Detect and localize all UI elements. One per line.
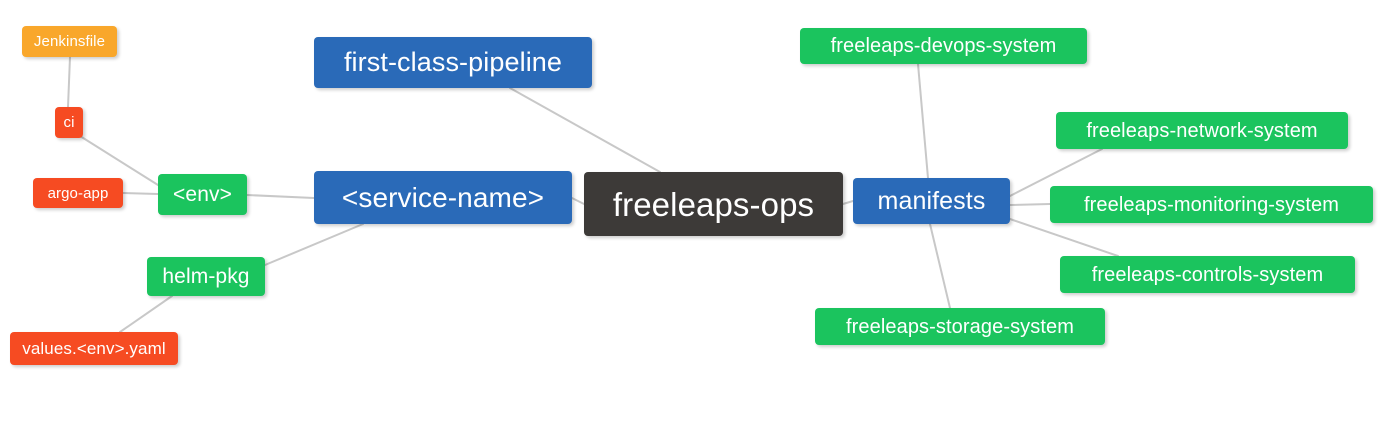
node-env[interactable]: <env>	[158, 174, 247, 215]
node-values-env-yaml[interactable]: values.<env>.yaml	[10, 332, 178, 365]
edge-service-name-to-env	[246, 194, 315, 199]
node-jenkinsfile[interactable]: Jenkinsfile	[22, 26, 117, 57]
edge-freeleaps-ops-to-service-name	[571, 197, 585, 205]
edge-env-to-ci	[79, 135, 159, 186]
node-freeleaps-network-system[interactable]: freeleaps-network-system	[1056, 112, 1348, 149]
node-freeleaps-devops-system[interactable]: freeleaps-devops-system	[800, 28, 1087, 64]
node-argo-app[interactable]: argo-app	[33, 178, 123, 208]
edge-manifests-to-freeleaps-network-system	[1009, 148, 1103, 197]
edge-freeleaps-ops-to-first-class-pipeline	[509, 87, 661, 173]
edge-env-to-argo-app	[122, 192, 159, 195]
edge-manifests-to-freeleaps-controls-system	[1009, 218, 1119, 257]
edge-ci-to-jenkinsfile	[67, 56, 71, 108]
edge-manifests-to-freeleaps-storage-system	[929, 223, 951, 309]
edge-manifests-to-freeleaps-monitoring-system	[1009, 203, 1051, 206]
node-first-class-pipeline[interactable]: first-class-pipeline	[314, 37, 592, 88]
node-freeleaps-storage-system[interactable]: freeleaps-storage-system	[815, 308, 1105, 345]
node-freeleaps-controls-system[interactable]: freeleaps-controls-system	[1060, 256, 1355, 293]
node-service-name[interactable]: <service-name>	[314, 171, 572, 224]
edge-service-name-to-helm-pkg	[264, 223, 364, 266]
edge-freeleaps-ops-to-manifests	[842, 200, 854, 205]
node-manifests[interactable]: manifests	[853, 178, 1010, 224]
node-freeleaps-ops[interactable]: freeleaps-ops	[584, 172, 843, 236]
edge-manifests-to-freeleaps-devops-system	[917, 63, 929, 179]
node-freeleaps-monitoring-system[interactable]: freeleaps-monitoring-system	[1050, 186, 1373, 223]
edge-helm-pkg-to-values-env-yaml	[119, 295, 173, 333]
node-helm-pkg[interactable]: helm-pkg	[147, 257, 265, 296]
node-ci[interactable]: ci	[55, 107, 83, 138]
